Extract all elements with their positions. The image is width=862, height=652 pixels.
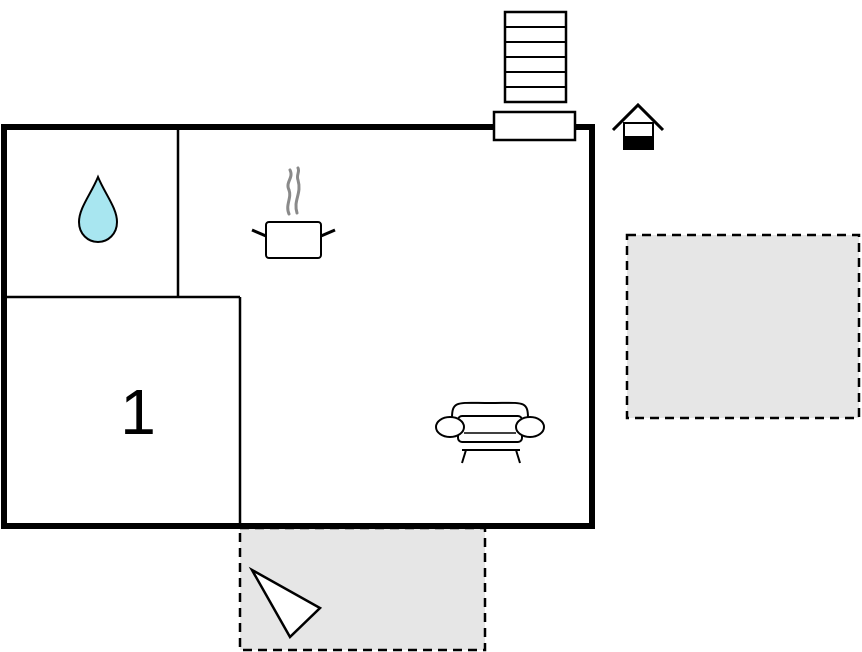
water-drop-icon: [77, 174, 119, 244]
house-entrance-icon: [611, 102, 665, 150]
house-outline: [1, 124, 595, 529]
bedroom-number: 1: [120, 376, 156, 448]
terrace-right: [625, 233, 861, 420]
viewpoint-cone-icon: [248, 566, 323, 640]
cooking-pot-icon: [251, 166, 336, 259]
stairs-icon: [503, 10, 568, 104]
entrance-door: [492, 110, 577, 142]
sofa-icon: [435, 401, 545, 464]
